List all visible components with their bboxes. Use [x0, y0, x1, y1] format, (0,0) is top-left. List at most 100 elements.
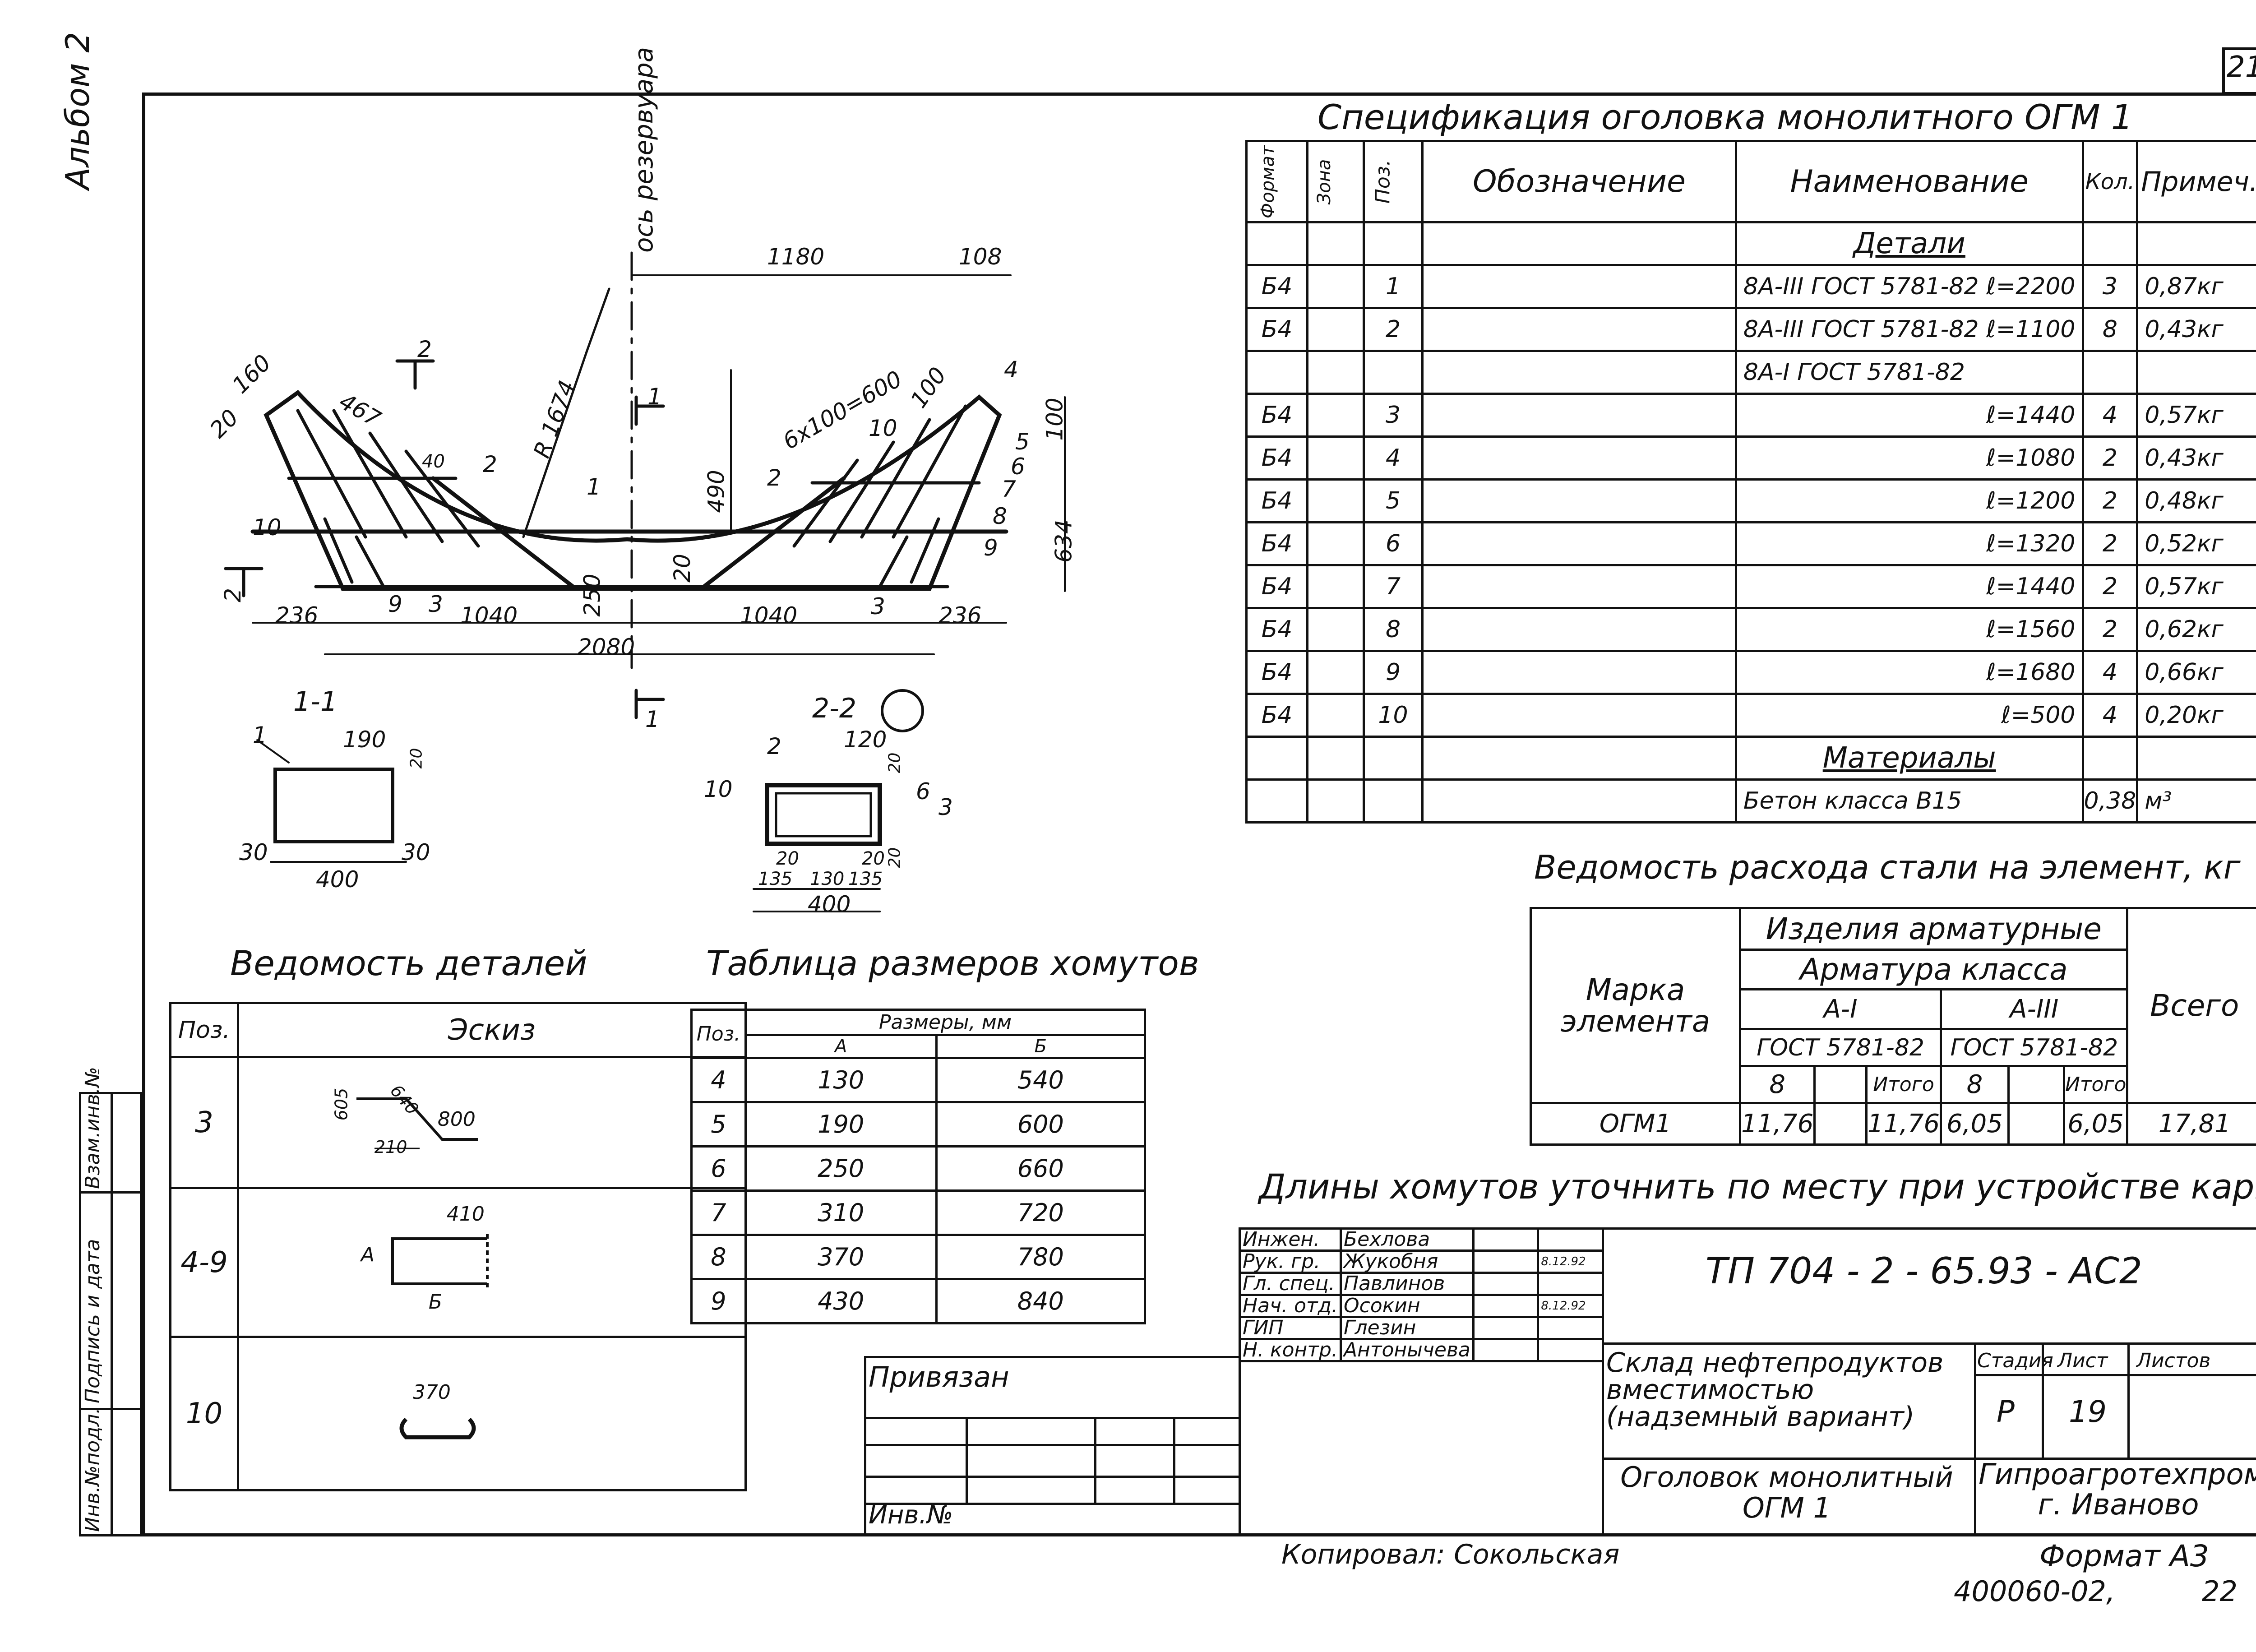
dim-108: 108: [959, 244, 1002, 270]
sec2-dim-20-c: 20: [885, 752, 904, 773]
steel-row-v4: [2007, 1102, 2065, 1146]
steel-row-mark: ОГМ1: [1529, 1102, 1742, 1146]
spec-cell-pos: 8: [1363, 607, 1424, 652]
spec-cell-format: Б4: [1245, 478, 1308, 523]
clamps-cell-b: 660: [935, 1145, 1146, 1192]
clamps-cell-b: 600: [935, 1101, 1146, 1148]
dim-40: 40: [422, 451, 445, 472]
binding-block: [864, 1356, 1239, 1536]
dim-1040-left: 1040: [460, 602, 518, 629]
details-header-sketch: Эскиз: [236, 1002, 747, 1058]
sec1-dim-190: 190: [343, 727, 386, 753]
clamps-cell-b: 840: [935, 1278, 1146, 1324]
spec-title: Спецификация оголовка монолитного ОГМ 1: [1318, 97, 2133, 137]
sec2-dim-20-a: 20: [776, 848, 799, 869]
dim-236-left: 236: [275, 602, 319, 629]
signer-role: Н. контр.: [1239, 1338, 1342, 1362]
steel-class-a3: А-III: [1940, 988, 2129, 1030]
sketch49-dim-a: А: [361, 1243, 375, 1266]
spec-cell-qty: 4: [2081, 693, 2139, 738]
title-sheet-header: Лист: [2057, 1349, 2108, 1372]
sketch3-dim-210: 210: [374, 1137, 407, 1157]
section-mark-2-top: 2: [417, 336, 432, 362]
spec-cell-designation: [1421, 521, 1737, 566]
details-table: Поз. Эскиз 3 605 640 800 210 4-9 410 А Б: [169, 1002, 747, 1491]
dim-20b: 20: [669, 554, 695, 583]
pos-1-top: 1: [587, 474, 601, 500]
sec1-dim-20: 20: [407, 748, 426, 769]
sec2-pos-10: 10: [704, 776, 733, 802]
sheet-number: 21: [2227, 51, 2256, 84]
pos-2-right: 2: [767, 465, 781, 491]
spec-cell-format: Б4: [1245, 607, 1308, 652]
steel-sub-5: Итого: [2062, 1065, 2129, 1104]
spec-cell-name: ℓ=1080: [1734, 435, 2084, 481]
dim-236-right: 236: [938, 602, 982, 629]
signer-signature: [1472, 1227, 1539, 1252]
spec-cell-name: Бетон класса В15: [1734, 778, 2084, 824]
dim-490: 490: [703, 470, 730, 513]
spec-cell-format: Б4: [1245, 307, 1308, 352]
spec-cell-name: Детали: [1734, 221, 2084, 266]
signer-date: [1537, 1272, 1604, 1296]
clamps-cell-b: 540: [935, 1057, 1146, 1103]
pos-8: 8: [993, 503, 1007, 529]
spec-cell-pos: 9: [1363, 650, 1424, 695]
clamps-title: Таблица размеров хомутов: [706, 943, 1199, 983]
signer-name: Жукобня: [1339, 1249, 1475, 1274]
pos-4: 4: [1004, 356, 1018, 383]
spec-cell-note: 0,43кг: [2136, 307, 2256, 352]
spec-cell-zone: [1306, 307, 1365, 352]
sec2-dim-400: 400: [808, 891, 851, 917]
spec-cell-designation: [1421, 478, 1737, 523]
section-1-title: 1-1: [293, 686, 337, 717]
spec-cell-note: 0,87кг: [2136, 264, 2256, 309]
signer-date: [1537, 1316, 1604, 1340]
format-label: Формат А3: [2039, 1539, 2209, 1573]
spec-cell-zone: [1306, 435, 1365, 481]
details-title: Ведомость деталей: [230, 943, 587, 983]
pos-3-bottom: 3: [871, 593, 885, 620]
spec-cell-format: Б4: [1245, 650, 1308, 695]
steel-row-total: 17,81: [2126, 1102, 2256, 1146]
details-pos-10: 10: [169, 1336, 239, 1491]
title-code: ТП 704 - 2 - 65.93 - АС2: [1706, 1250, 2142, 1292]
steel-row-v2: 11,76: [1865, 1102, 1942, 1146]
bottom-page: 22: [2202, 1575, 2238, 1608]
spec-cell-pos: [1363, 778, 1424, 824]
spec-cell-qty: 2: [2081, 478, 2139, 523]
sketch49-dim-410: 410: [446, 1203, 485, 1226]
details-pos-4-9: 4-9: [169, 1187, 239, 1338]
steel-table: Марка элемента Изделия арматурные Всего …: [1529, 907, 2256, 1146]
steel-gost-a3: ГОСТ 5781-82: [1940, 1028, 2129, 1067]
steel-class-a1: А-I: [1739, 988, 1942, 1030]
spec-cell-name: Материалы: [1734, 736, 2084, 781]
spec-cell-designation: [1421, 307, 1737, 352]
spec-cell-format: [1245, 736, 1308, 781]
spec-cell-pos: [1363, 221, 1424, 266]
clamps-cell-pos: 6: [690, 1145, 747, 1192]
spec-header-format: Формат: [1245, 140, 1308, 223]
spec-header-pos: Поз.: [1363, 140, 1424, 223]
spec-cell-format: [1245, 221, 1308, 266]
clamps-cell-b: 720: [935, 1189, 1146, 1236]
spec-cell-note: м³: [2136, 778, 2256, 824]
drawing-frame: [142, 93, 2256, 1536]
sec2-dim-20-b: 20: [862, 848, 885, 869]
clamps-cell-pos: 9: [690, 1278, 747, 1324]
spec-cell-note: 0,66кг: [2136, 650, 2256, 695]
pos-5: 5: [1015, 429, 1030, 455]
title-block: [1239, 1227, 2256, 1536]
spec-cell-pos: 6: [1363, 521, 1424, 566]
clamps-cell-a: 430: [744, 1278, 938, 1324]
spec-cell-note: [2136, 221, 2256, 266]
